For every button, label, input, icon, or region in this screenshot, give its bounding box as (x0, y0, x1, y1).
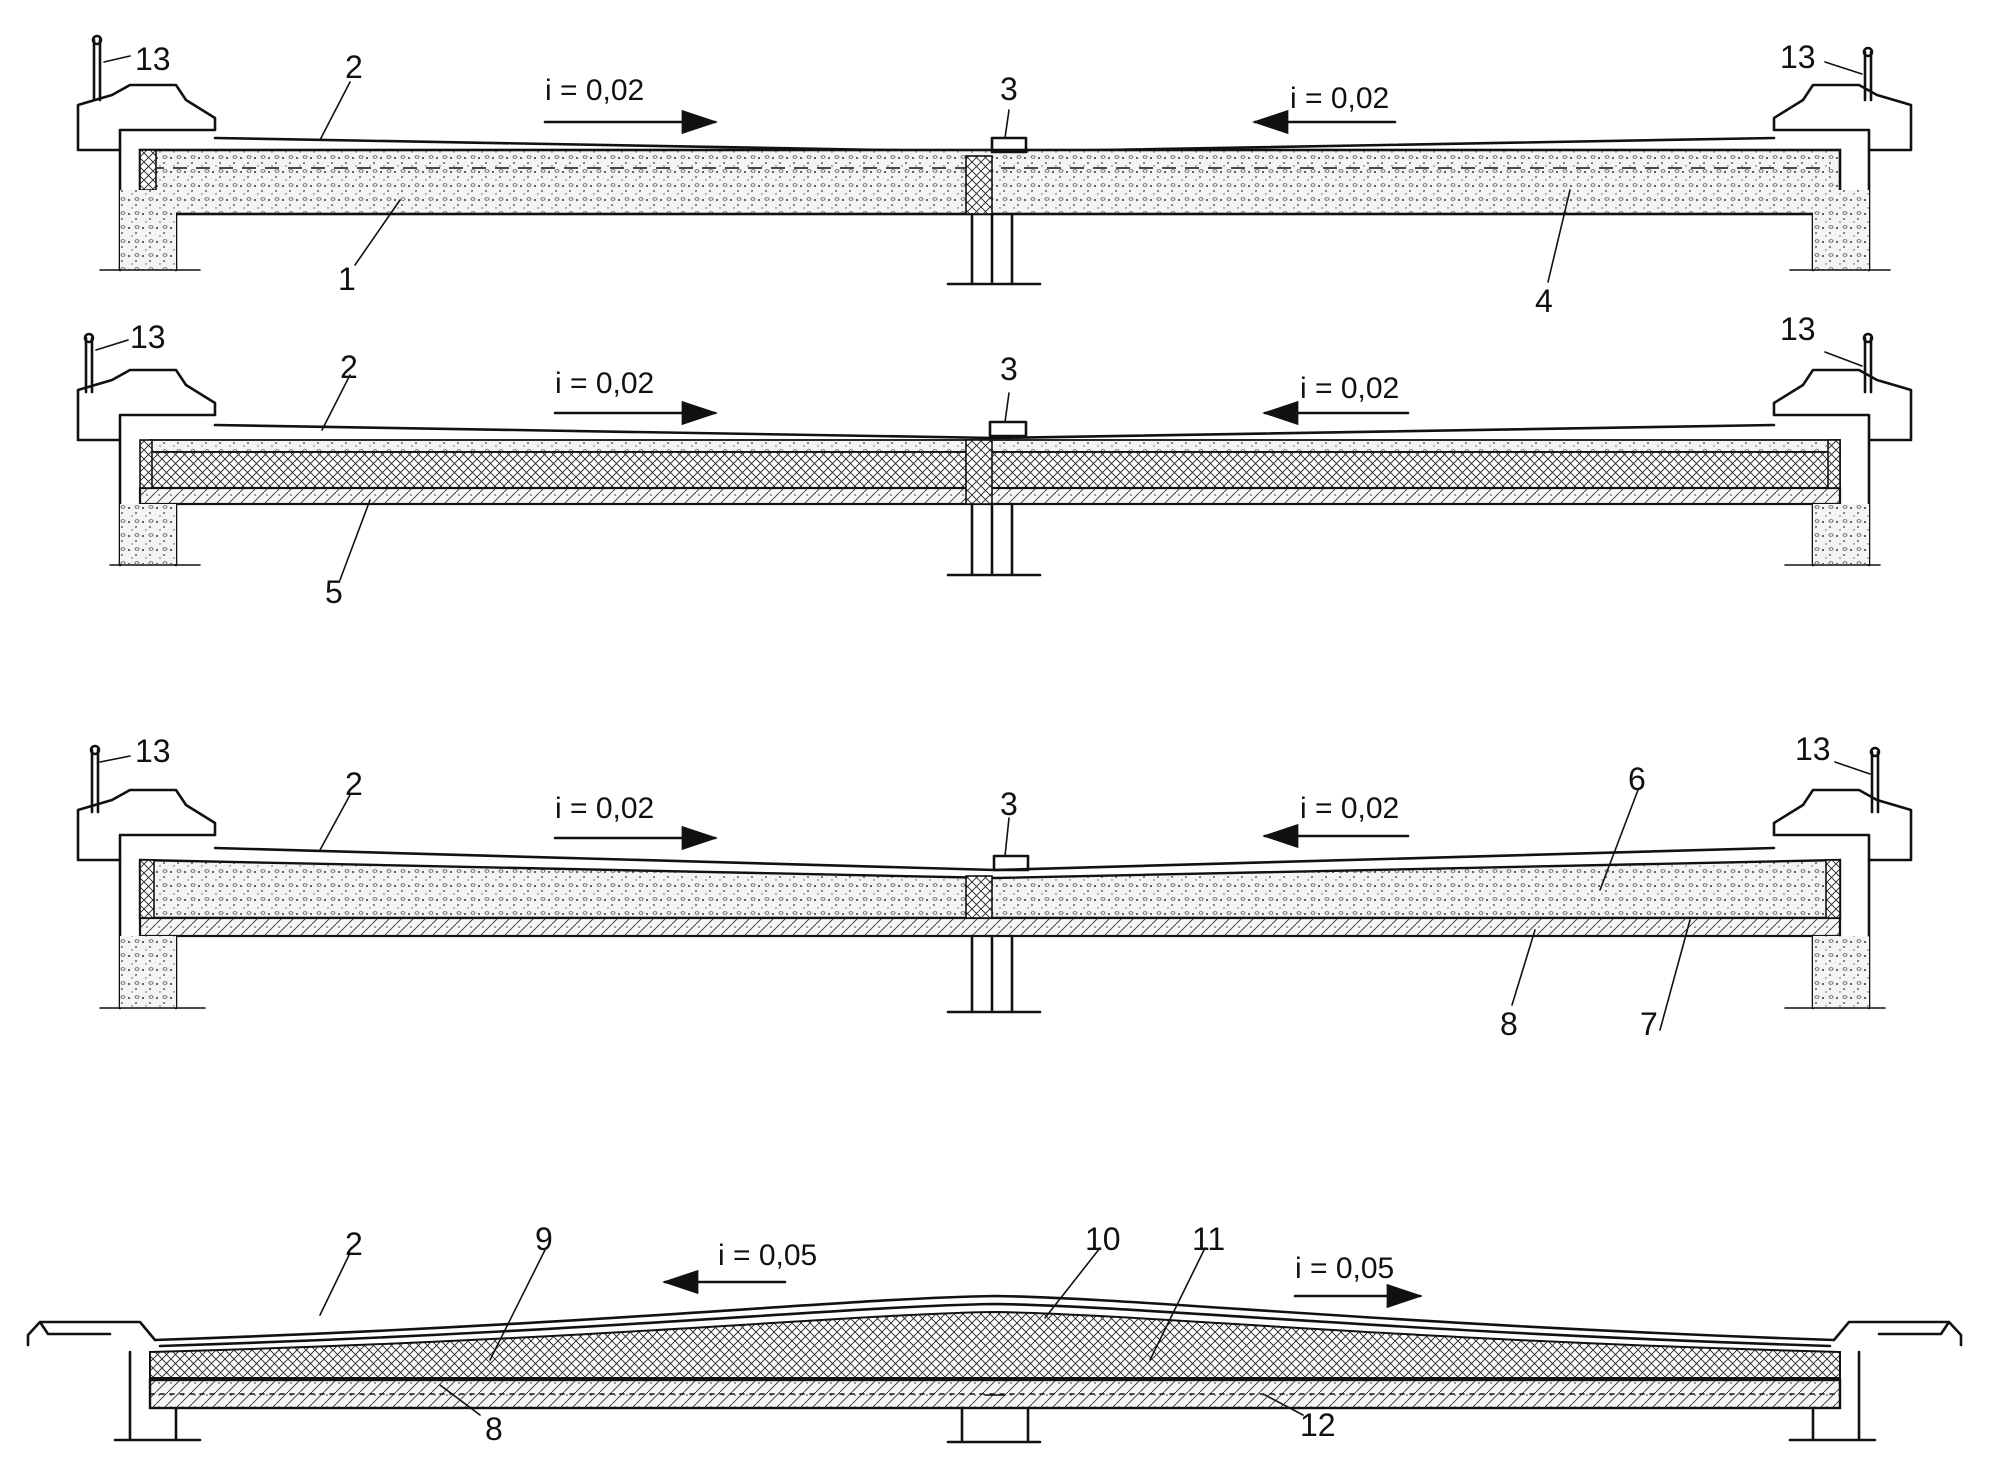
expansion-cover-2 (988, 420, 1028, 438)
left-kerb (76, 368, 217, 442)
slope-label-2-right: i = 0,02 (1300, 372, 1399, 405)
callout-13-right: 13 (1780, 311, 1816, 347)
callout-5: 5 (325, 574, 343, 610)
expansion-cover-3 (992, 854, 1030, 872)
left-railing-post (84, 336, 94, 394)
slope-label-2-left: i = 0,02 (555, 367, 654, 400)
slope-label-4-left: i = 0,05 (718, 1239, 817, 1272)
slope-label-1-left: i = 0,02 (545, 74, 644, 107)
callout-13-left: 13 (135, 41, 171, 77)
callout-8: 8 (1500, 1006, 1518, 1042)
right-kerb (1772, 83, 1913, 152)
callout-13-right: 13 (1795, 731, 1831, 767)
right-kerb (1772, 788, 1913, 862)
left-railing-post (92, 38, 102, 102)
mid-pier-2 (946, 502, 1042, 577)
callout-2: 2 (340, 349, 358, 385)
left-deck-edge (26, 1320, 157, 1347)
callout-13-left: 13 (130, 319, 166, 355)
callout-12: 12 (1300, 1407, 1336, 1443)
callout-2: 2 (345, 1226, 363, 1262)
slab-3-mid-joint (965, 875, 993, 919)
slab-4-insulation (149, 1310, 1841, 1379)
surfacing-line-4 (153, 1294, 1836, 1342)
callout-2: 2 (345, 766, 363, 802)
slope-label-3-right: i = 0,02 (1300, 792, 1399, 825)
callout-3: 3 (1000, 71, 1018, 107)
section-2: 13 2 3 13 5 i = 0,02 i = 0,02 (76, 311, 1913, 610)
callout-4: 4 (1535, 283, 1553, 319)
callout-6: 6 (1628, 761, 1646, 797)
surfacing-line-2 (213, 423, 1776, 440)
mid-pier-1 (946, 212, 1042, 286)
mid-pier-4 (946, 1406, 1042, 1444)
slab-2-top-layer (149, 439, 1841, 453)
left-kerb (76, 788, 217, 862)
slab-2-insulation (149, 451, 1841, 489)
right-kerb (1772, 368, 1913, 442)
section-1: 13 2 3 13 1 4 i = 0,02 i = 0,02 (76, 34, 1913, 319)
callout-8: 8 (485, 1411, 503, 1447)
right-deck-edge (1832, 1320, 1963, 1347)
slab-1-left-joint (139, 149, 157, 191)
section-3: 13 2 3 13 6 8 7 i = 0,02 i = 0,02 (76, 731, 1913, 1042)
callout-13-left: 13 (135, 733, 171, 769)
slope-label-3-left: i = 0,02 (555, 792, 654, 825)
slab-3-base (138, 916, 1842, 938)
right-railing-post (1870, 750, 1880, 814)
callout-1: 1 (338, 261, 356, 297)
left-kerb (76, 83, 217, 152)
left-railing-post (90, 748, 100, 814)
callout-13-right: 13 (1780, 39, 1816, 75)
slope-label-4-right: i = 0,05 (1295, 1252, 1394, 1285)
mid-pier-3 (946, 934, 1042, 1014)
slab-1-mid-joint (965, 155, 993, 215)
callout-7: 7 (1640, 1006, 1658, 1042)
section-4: 2 9 10 11 8 12 i = 0,05 i = 0,05 (26, 1221, 1963, 1447)
right-railing-post (1863, 336, 1873, 394)
callout-3: 3 (1000, 351, 1018, 387)
callout-2: 2 (345, 49, 363, 85)
expansion-cover-1 (990, 136, 1028, 154)
callout-10: 10 (1085, 1221, 1121, 1257)
callout-3: 3 (1000, 786, 1018, 822)
slab-2-mid-joint (965, 439, 993, 505)
slope-label-1-right: i = 0,02 (1290, 82, 1389, 115)
callout-11: 11 (1192, 1221, 1225, 1257)
callout-9: 9 (535, 1221, 553, 1257)
right-railing-post (1863, 50, 1873, 102)
